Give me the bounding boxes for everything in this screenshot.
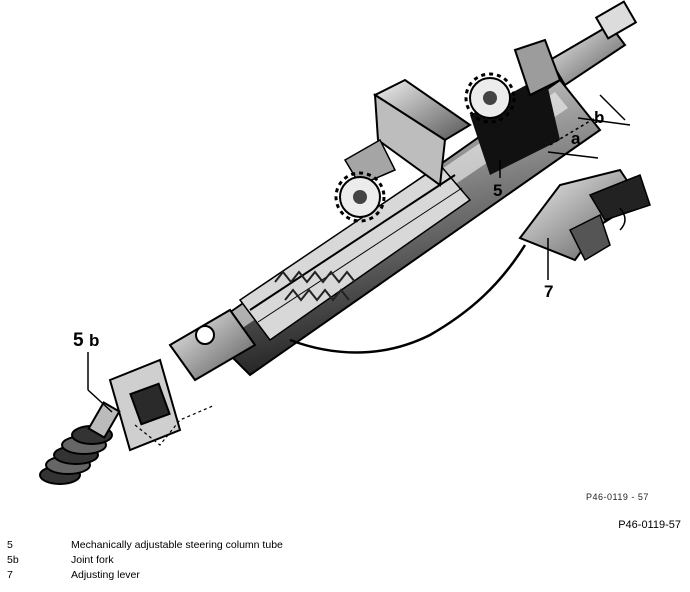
legend-description: Adjusting lever bbox=[71, 569, 140, 581]
dimension-arrows bbox=[547, 94, 631, 159]
bowden-cable bbox=[289, 244, 527, 354]
steering-shaft-end bbox=[513, 0, 638, 97]
callout-b: b bbox=[594, 108, 605, 127]
mounting-bracket bbox=[343, 78, 472, 187]
callout-a: a bbox=[571, 129, 581, 148]
legend-item: 7 Adjusting lever bbox=[7, 568, 607, 583]
callout-5b-number: 5 bbox=[73, 330, 84, 351]
legend-item: 5 Mechanically adjustable steering colum… bbox=[7, 538, 607, 553]
adjusting-lever bbox=[518, 168, 651, 262]
spring bbox=[274, 270, 356, 302]
steering-column-illustration bbox=[39, 0, 651, 485]
legend-description: Joint fork bbox=[71, 554, 114, 566]
legend-key: 7 bbox=[7, 569, 13, 581]
universal-joint bbox=[108, 308, 257, 452]
legend-key: 5 bbox=[7, 539, 13, 551]
bellows bbox=[39, 401, 121, 485]
legend: 5 Mechanically adjustable steering colum… bbox=[7, 538, 607, 583]
callout-7: 7 bbox=[544, 282, 554, 301]
callout-5b-letter: b bbox=[89, 331, 100, 350]
image-code: P46-0119 - 57 bbox=[586, 492, 649, 502]
legend-description: Mechanically adjustable steering column … bbox=[71, 539, 283, 551]
callout-5: 5 bbox=[493, 181, 503, 200]
leader-lines bbox=[87, 160, 549, 413]
figure-reference: P46-0119-57 bbox=[618, 519, 681, 531]
legend-key: 5b bbox=[7, 554, 19, 566]
legend-item: 5b Joint fork bbox=[7, 553, 607, 568]
gear bbox=[334, 72, 516, 223]
